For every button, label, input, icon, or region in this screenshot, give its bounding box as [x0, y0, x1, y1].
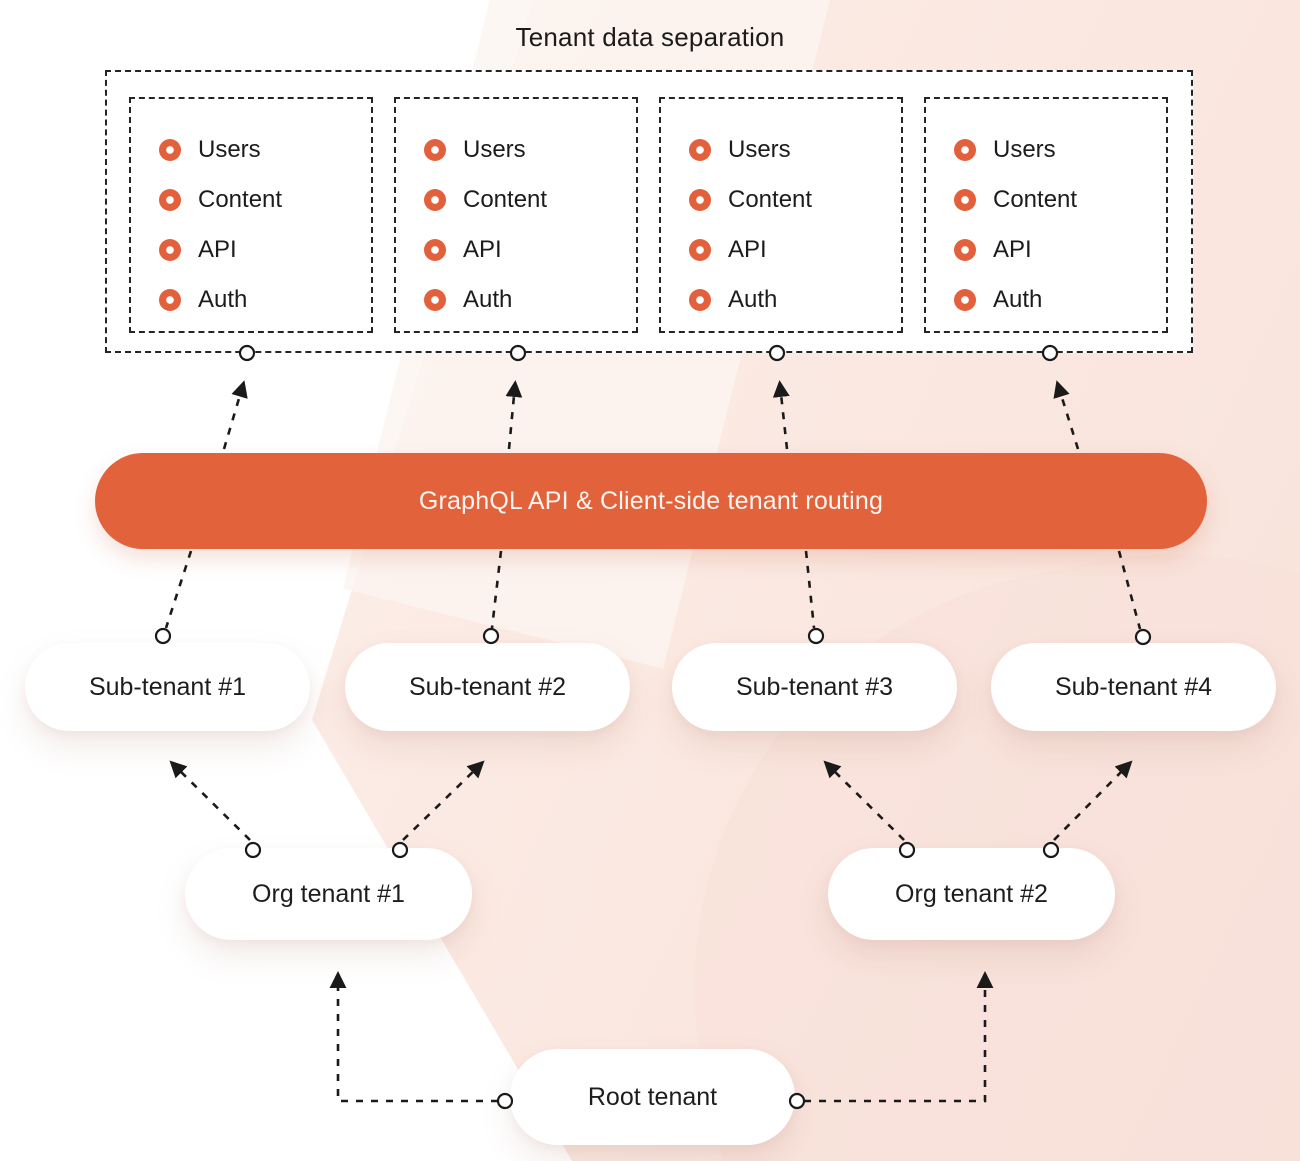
connector-line	[164, 550, 193, 629]
node-label: Sub-tenant #3	[735, 672, 894, 701]
tenant-box-item-label: Auth	[198, 286, 248, 313]
tenant-box-item-label: Users	[198, 136, 261, 163]
node-label: Org tenant #1	[252, 879, 405, 908]
tenant-box-item-label: API	[198, 236, 237, 263]
node-sub-tenant-1: Sub-tenant #1	[25, 643, 310, 731]
donut-icon	[424, 289, 446, 311]
tenant-box-item: API	[689, 225, 901, 275]
connector-arrow	[329, 971, 498, 1103]
tenant-box-item: Users	[689, 125, 901, 175]
tenant-box-item-label: Users	[728, 136, 791, 163]
donut-icon	[689, 189, 711, 211]
tenant-box-4: Users Content API Auth	[924, 97, 1168, 333]
tenant-box-item-label: Content	[463, 186, 548, 213]
tenant-box-item: Content	[689, 175, 901, 225]
donut-icon	[159, 139, 181, 161]
tenant-box-item: Auth	[689, 275, 901, 325]
tenant-box-item-label: Users	[993, 136, 1056, 163]
donut-icon	[424, 189, 446, 211]
tenant-box-item-label: Content	[728, 186, 813, 213]
tenant-box-item: Content	[159, 175, 371, 225]
node-label: Sub-tenant #4	[1054, 672, 1213, 701]
donut-icon	[689, 289, 711, 311]
tenant-box-item-label: API	[728, 236, 767, 263]
tenant-box-3: Users Content API Auth	[659, 97, 903, 333]
tenant-box-item: Content	[424, 175, 636, 225]
node-label: Org tenant #2	[895, 879, 1048, 908]
donut-icon	[689, 139, 711, 161]
donut-icon	[954, 239, 976, 261]
tenant-box-item-label: Users	[463, 136, 526, 163]
diagram-title: Tenant data separation	[515, 22, 785, 52]
tenant-box-item-label: Auth	[728, 286, 778, 313]
tenant-box-item: Auth	[424, 275, 636, 325]
node-org-tenant-1: Org tenant #1	[185, 848, 472, 940]
tenant-box-item: Content	[954, 175, 1166, 225]
tenant-box-1: Users Content API Auth	[129, 97, 373, 333]
tenant-box-item-label: API	[463, 236, 502, 263]
node-sub-tenant-3: Sub-tenant #3	[672, 643, 957, 731]
donut-icon	[424, 139, 446, 161]
donut-icon	[954, 189, 976, 211]
connector-arrow	[169, 760, 251, 841]
connector-dot	[154, 627, 172, 645]
node-label: Sub-tenant #1	[88, 672, 247, 701]
node-label: Sub-tenant #2	[408, 672, 567, 701]
graphql-api-bar-label: GraphQL API & Client-side tenant routing	[418, 486, 884, 515]
donut-icon	[689, 239, 711, 261]
graphql-api-bar: GraphQL API & Client-side tenant routing	[95, 453, 1207, 549]
node-sub-tenant-2: Sub-tenant #2	[345, 643, 630, 731]
connector-arrow	[222, 380, 248, 450]
donut-icon	[159, 289, 181, 311]
tenant-data-separation-group: Users Content API Auth Users Conte	[105, 70, 1193, 353]
node-sub-tenant-4: Sub-tenant #4	[991, 643, 1276, 731]
donut-icon	[954, 289, 976, 311]
tenant-box-item: API	[424, 225, 636, 275]
tenant-box-item-label: Content	[993, 186, 1078, 213]
tenant-box-item: Users	[159, 125, 371, 175]
donut-icon	[159, 189, 181, 211]
tenant-box-item-label: Auth	[993, 286, 1043, 313]
donut-icon	[424, 239, 446, 261]
tenant-box-item-label: Auth	[463, 286, 513, 313]
donut-icon	[954, 139, 976, 161]
tenant-box-item-label: Content	[198, 186, 283, 213]
tenant-box-item: API	[954, 225, 1166, 275]
tenant-box-item: Users	[424, 125, 636, 175]
tenant-box-item: Users	[954, 125, 1166, 175]
node-org-tenant-2: Org tenant #2	[828, 848, 1115, 940]
tenant-box-item: Auth	[954, 275, 1166, 325]
tenant-box-item-label: API	[993, 236, 1032, 263]
tenant-box-2: Users Content API Auth	[394, 97, 638, 333]
node-root-tenant: Root tenant	[510, 1049, 795, 1145]
tenant-box-item: API	[159, 225, 371, 275]
donut-icon	[159, 239, 181, 261]
tenant-box-item: Auth	[159, 275, 371, 325]
node-label: Root tenant	[587, 1082, 718, 1111]
